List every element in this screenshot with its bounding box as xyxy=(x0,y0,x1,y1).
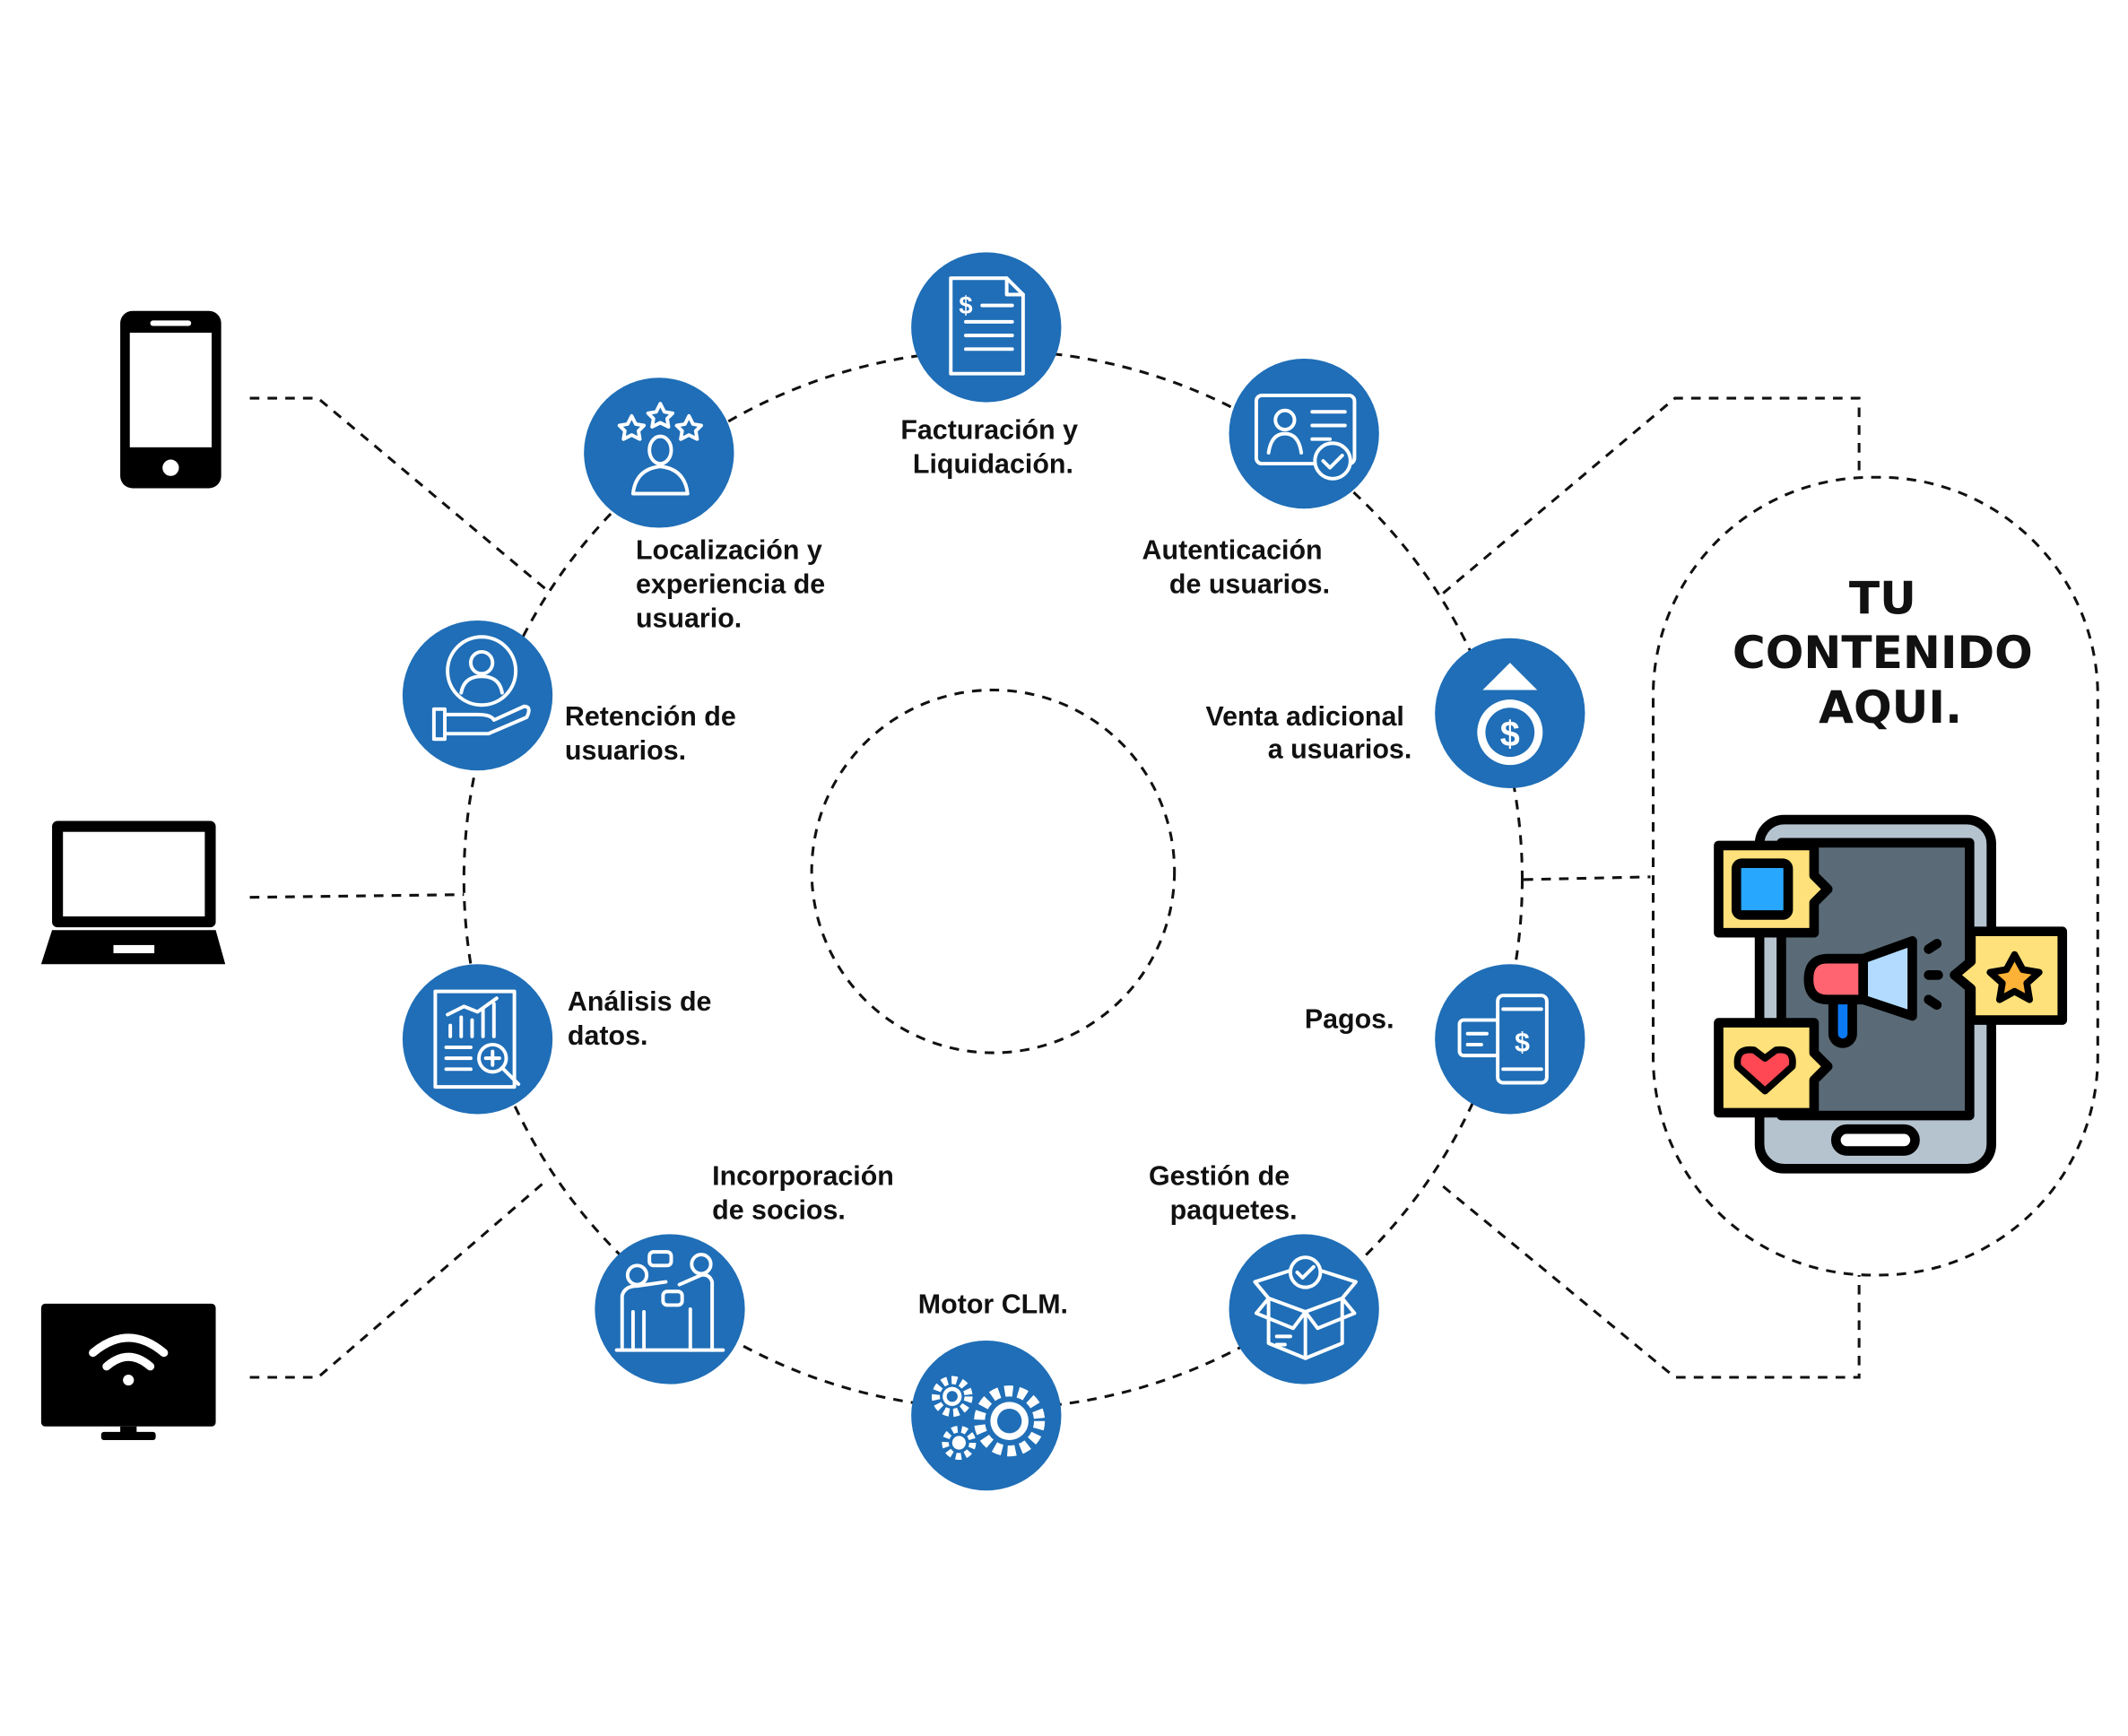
partners-icon xyxy=(614,1250,725,1352)
smart-tv-icon xyxy=(40,1303,216,1440)
label-clm: Motor CLM. xyxy=(918,1289,1068,1320)
laptop-connector xyxy=(249,893,465,899)
package-check-icon xyxy=(1253,1255,1358,1360)
label-packages: Gestión de paquetes. xyxy=(1149,1161,1298,1226)
node-upsell[interactable]: $ xyxy=(1435,638,1585,789)
rated-user-icon xyxy=(617,402,703,496)
content-connector-top xyxy=(1442,396,1861,595)
content-connector-bottom xyxy=(1442,1185,1861,1379)
phone-connector xyxy=(249,396,547,591)
label-payments: Pagos. xyxy=(1305,1004,1394,1035)
label-billing: Facturación y Liquidación. xyxy=(900,415,1085,480)
node-authentication[interactable] xyxy=(1229,358,1379,509)
smartphone-icon xyxy=(120,310,221,489)
money-bag-up-icon: $ xyxy=(1477,663,1543,766)
svg-text:$: $ xyxy=(1500,715,1520,754)
content-box xyxy=(1651,475,2099,1277)
invoice-icon: $ xyxy=(949,276,1025,376)
node-partners[interactable] xyxy=(595,1234,745,1384)
svg-text:$: $ xyxy=(959,291,972,319)
node-packages[interactable] xyxy=(1229,1234,1379,1384)
node-payments[interactable]: $ xyxy=(1435,964,1585,1115)
node-clm[interactable] xyxy=(911,1340,1062,1491)
outer-ring xyxy=(462,349,1524,1410)
tv-connector xyxy=(249,1179,547,1379)
label-upsell: Venta adicional a usuarios. xyxy=(1205,701,1411,764)
id-card-check-icon xyxy=(1254,394,1357,481)
label-localization: Localización y experiencia de usuario. xyxy=(636,535,833,634)
node-billing[interactable]: $ xyxy=(911,252,1062,403)
user-in-hand-icon xyxy=(431,635,531,742)
phone-megaphone-illustration xyxy=(1714,814,2068,1174)
content-title: TU CONTENIDO AQUI. xyxy=(1733,571,2048,733)
laptop-icon xyxy=(40,820,226,965)
label-partners: Incorporación de socios. xyxy=(712,1161,901,1226)
connectors xyxy=(249,349,2099,1410)
chart-magnifier-icon xyxy=(433,989,521,1089)
svg-text:$: $ xyxy=(1515,1028,1530,1058)
mobile-payment-icon: $ xyxy=(1457,994,1549,1085)
label-authentication: Autenticación de usuarios. xyxy=(1142,535,1331,600)
inner-circle xyxy=(810,689,1177,1055)
label-retention: Retención de usuarios. xyxy=(565,701,743,766)
node-localization[interactable] xyxy=(584,378,734,528)
content-connector-middle xyxy=(1523,875,1651,881)
node-retention[interactable] xyxy=(402,620,553,771)
node-analytics[interactable] xyxy=(402,964,553,1115)
label-analytics: Análisis de datos. xyxy=(568,986,719,1051)
